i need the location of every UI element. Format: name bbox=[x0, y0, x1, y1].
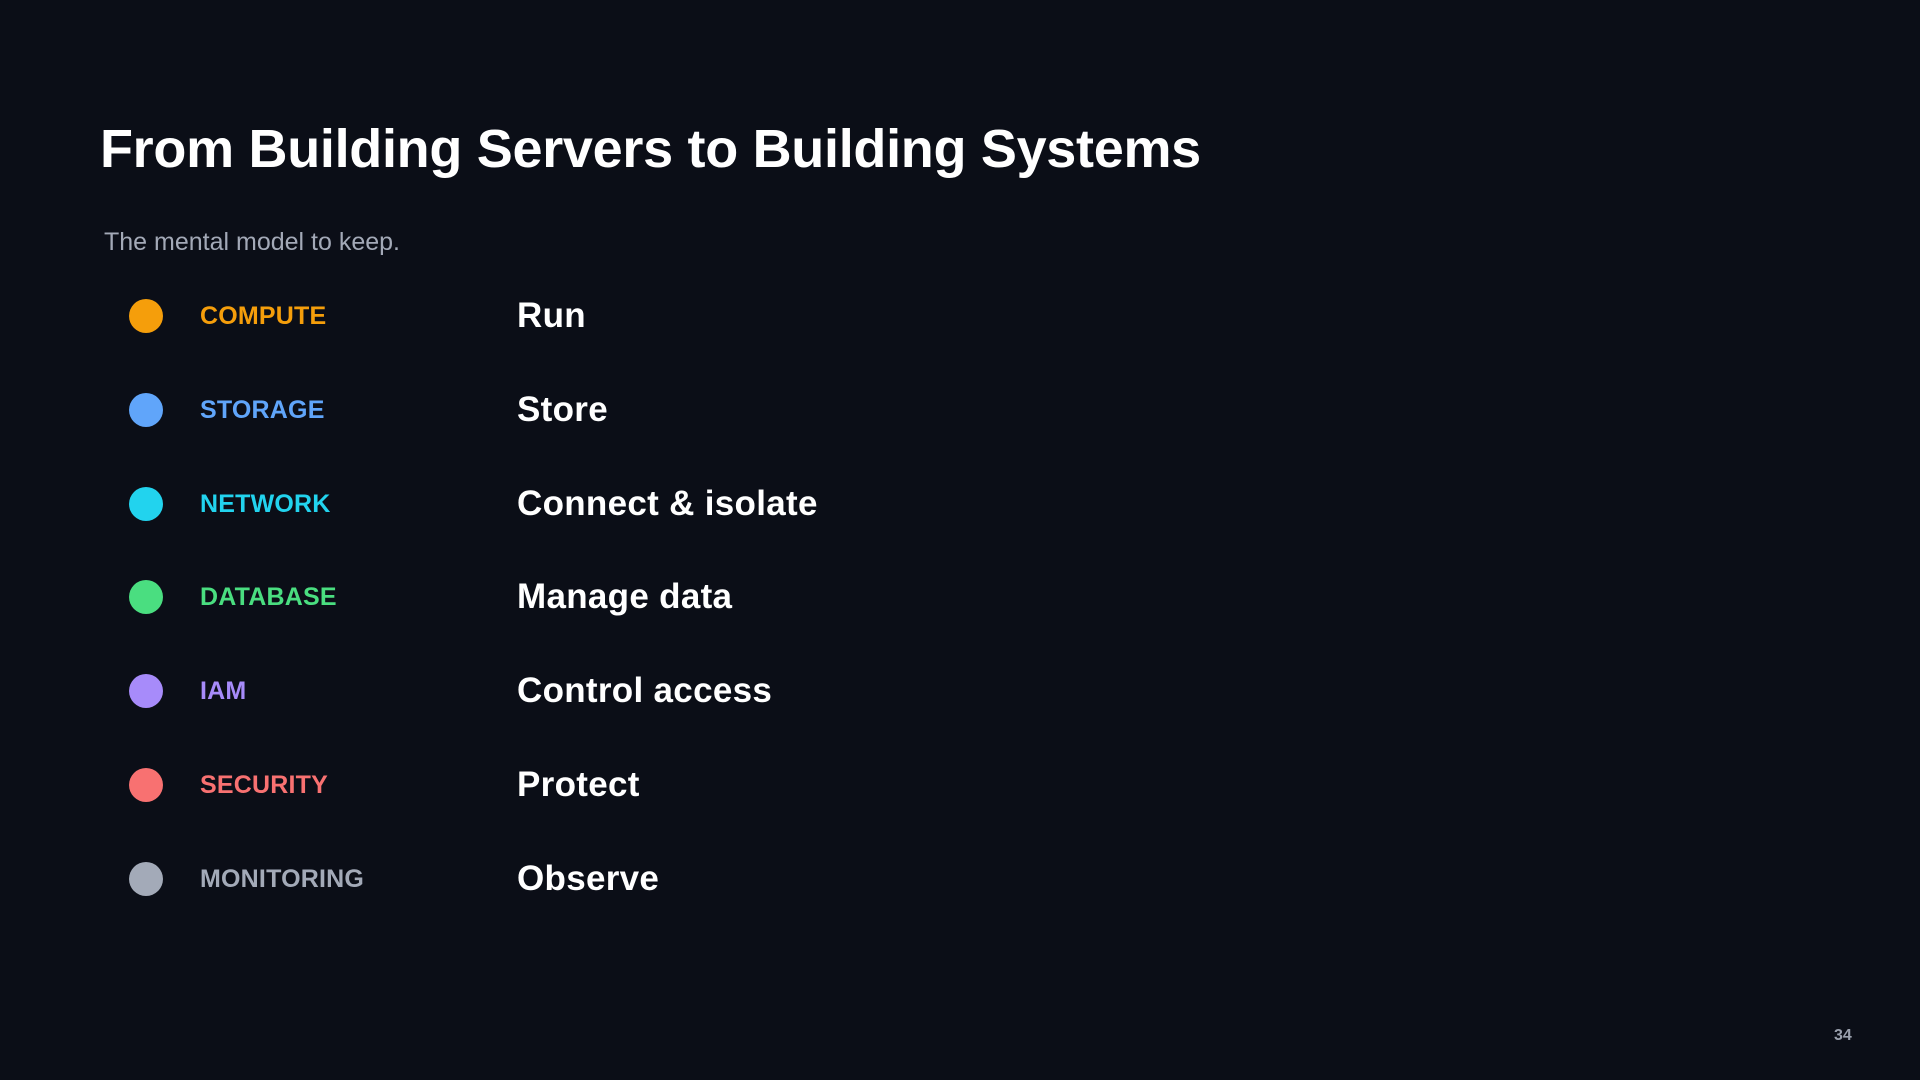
monitoring-dot-icon bbox=[129, 862, 163, 896]
network-dot-icon bbox=[129, 487, 163, 521]
category-row-monitoring: MONITORING Observe bbox=[0, 849, 1200, 909]
page-number: 34 bbox=[1834, 1027, 1852, 1044]
category-row-security: SECURITY Protect bbox=[0, 755, 1200, 815]
category-row-database: DATABASE Manage data bbox=[0, 567, 1200, 627]
category-description: Store bbox=[517, 390, 608, 429]
storage-dot-icon bbox=[129, 393, 163, 427]
iam-dot-icon bbox=[129, 674, 163, 708]
category-label: DATABASE bbox=[200, 583, 337, 611]
category-description: Run bbox=[517, 296, 586, 335]
category-label: STORAGE bbox=[200, 396, 325, 424]
category-label: IAM bbox=[200, 677, 247, 705]
category-label: COMPUTE bbox=[200, 302, 327, 330]
category-description: Control access bbox=[517, 671, 773, 710]
category-row-storage: STORAGE Store bbox=[0, 380, 1200, 440]
category-description: Protect bbox=[517, 765, 640, 804]
category-row-compute: COMPUTE Run bbox=[0, 286, 1200, 346]
database-dot-icon bbox=[129, 580, 163, 614]
category-label: MONITORING bbox=[200, 865, 365, 893]
category-label: SECURITY bbox=[200, 771, 329, 799]
compute-dot-icon bbox=[129, 299, 163, 333]
category-description: Observe bbox=[517, 859, 660, 898]
slide-title: From Building Servers to Building System… bbox=[100, 119, 1201, 179]
category-label: NETWORK bbox=[200, 490, 331, 518]
security-dot-icon bbox=[129, 768, 163, 802]
slide-subtitle: The mental model to keep. bbox=[104, 228, 400, 256]
category-row-network: NETWORK Connect & isolate bbox=[0, 474, 1200, 534]
category-description: Manage data bbox=[517, 577, 733, 616]
category-description: Connect & isolate bbox=[517, 484, 818, 523]
category-row-iam: IAM Control access bbox=[0, 661, 1200, 721]
